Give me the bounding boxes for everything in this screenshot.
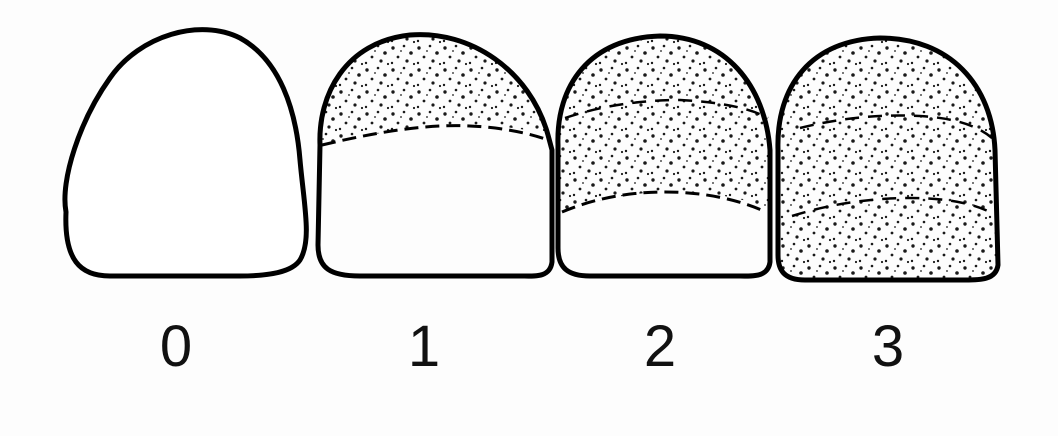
plaque-area — [300, 20, 570, 148]
plaque-area — [770, 20, 1010, 290]
tooth-grade-2 — [550, 20, 780, 276]
grade-label-3: 3 — [872, 318, 904, 376]
tooth-outline — [65, 30, 306, 276]
grade-label-0: 0 — [160, 318, 192, 376]
grade-label-1: 1 — [408, 318, 440, 376]
tooth-grade-0 — [65, 30, 306, 276]
grade-label-2: 2 — [644, 318, 676, 376]
plaque-area — [550, 20, 780, 215]
tooth-grade-1 — [300, 20, 570, 276]
tooth-grade-3 — [770, 20, 1010, 290]
